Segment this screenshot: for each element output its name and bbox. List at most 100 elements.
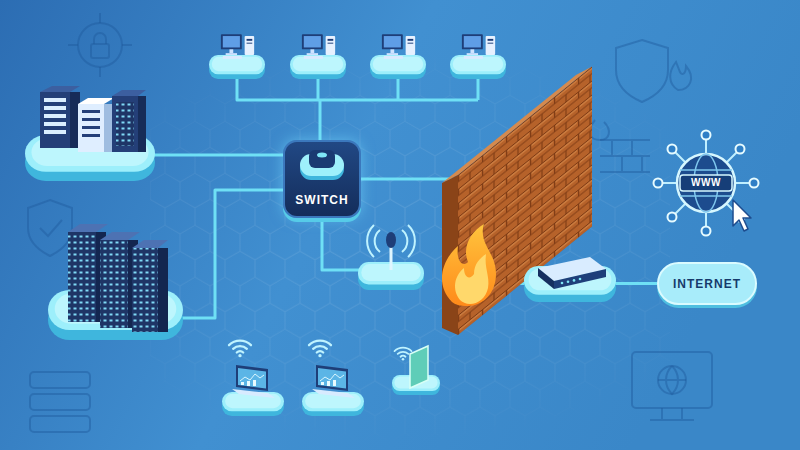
- faint-icon-part: [94, 33, 106, 44]
- network-link: [361, 179, 657, 284]
- server-cluster-part: [82, 134, 100, 137]
- network-wire-part: [178, 190, 283, 318]
- router-part: [567, 280, 570, 283]
- server-cluster-part: [104, 104, 112, 152]
- faint-icon-part: [30, 394, 90, 410]
- internet-pill: INTERNET: [657, 262, 757, 305]
- workstation-part: [209, 55, 265, 79]
- www-globe-part: [658, 135, 754, 231]
- www-globe-part: [677, 154, 735, 212]
- network-wire-part: [150, 154, 283, 157]
- access-point-part: [386, 232, 396, 248]
- faint-icon-part: [658, 366, 686, 394]
- router-part: [579, 278, 582, 281]
- router-part: [524, 266, 616, 302]
- access-point-part: [390, 244, 393, 270]
- router-part: [554, 269, 606, 289]
- server-cluster-part: [44, 106, 66, 110]
- network-wire-part: [322, 218, 360, 270]
- faint-icon-part: [30, 372, 90, 388]
- router-part: [573, 279, 576, 282]
- workstation: [209, 34, 506, 79]
- www-globe-part: [668, 213, 677, 222]
- wireless-client-part: [312, 365, 355, 398]
- firewall-wall-part-part: [458, 66, 592, 335]
- switch-icon-box: [309, 150, 335, 168]
- server-rack: [48, 224, 183, 340]
- server-rack-part: [96, 232, 106, 322]
- router: [524, 257, 616, 302]
- access-point: [358, 225, 424, 290]
- router-part: [538, 268, 554, 289]
- server-rack-part: [158, 248, 168, 332]
- server-rack-part: [68, 232, 96, 322]
- workstation-part: [450, 55, 506, 79]
- switch-icon: [285, 142, 359, 192]
- firewall-wall-part: [442, 175, 458, 335]
- server-rack-part: [132, 240, 168, 248]
- network-wire: [150, 78, 478, 318]
- www-globe-part: [736, 213, 745, 222]
- access-point-part: [358, 262, 424, 290]
- server-cluster-part: [116, 102, 134, 146]
- server-rack-part: [68, 224, 108, 232]
- server-cluster-part: [44, 122, 66, 126]
- www-globe: [654, 131, 759, 236]
- faint-icon-part: [40, 220, 62, 236]
- faint-icon-part: [30, 416, 90, 432]
- server-rack-part: [48, 290, 183, 340]
- router-part: [561, 282, 564, 285]
- hex-pattern: [150, 40, 670, 440]
- server-cluster-part: [70, 92, 80, 148]
- server-cluster-part: [112, 90, 146, 96]
- workstation-part: [462, 34, 495, 59]
- server-rack-part: [128, 240, 138, 328]
- firewall-wall-part: [458, 66, 592, 335]
- access-point-part: [367, 225, 415, 257]
- server-cluster-part: [44, 114, 66, 118]
- www-globe-part: [702, 227, 711, 236]
- firewall-wall-part: [442, 67, 592, 184]
- wireless-client-part: [302, 392, 364, 416]
- workstation-part: [290, 55, 346, 79]
- server-rack-part: [132, 248, 158, 332]
- router-part: [538, 257, 606, 281]
- faint-icon-part: [28, 200, 72, 256]
- www-globe-part: [668, 145, 677, 154]
- www-globe-part: [733, 200, 751, 231]
- www-label: WWW: [681, 176, 731, 190]
- wireless-client-part: [410, 346, 428, 388]
- server-cluster-part: [25, 135, 155, 181]
- server-cluster-part: [82, 110, 100, 113]
- access-point-part: [375, 230, 408, 252]
- server-cluster-part: [78, 98, 114, 104]
- server-cluster-part: [82, 126, 100, 129]
- wireless-client-part: [395, 348, 412, 361]
- workstation-part: [370, 55, 426, 79]
- node-text: INTERNET: [673, 277, 741, 291]
- faint-icon-part: [68, 13, 132, 77]
- www-globe-part: [702, 131, 711, 140]
- faint-icon-part: [658, 366, 686, 394]
- server-rack-part: [100, 232, 140, 240]
- www-globe-part: [680, 170, 732, 196]
- faint-icon: [28, 13, 712, 432]
- wireless-client: [222, 341, 440, 416]
- faint-icon-part: [616, 40, 668, 102]
- faint-icon-part: [91, 44, 109, 58]
- www-globe-part: [736, 145, 745, 154]
- faint-icon-part: [600, 140, 650, 172]
- faint-icon-part: [78, 23, 122, 67]
- workstation-part: [221, 34, 254, 59]
- www-globe-part: [654, 179, 663, 188]
- switch-icon-light: [317, 153, 327, 158]
- www-globe-part: [680, 175, 732, 191]
- server-cluster: [25, 86, 155, 181]
- switch-box: SWITCH: [283, 140, 361, 218]
- server-cluster-part: [40, 92, 70, 148]
- faint-icon-part: [670, 62, 691, 90]
